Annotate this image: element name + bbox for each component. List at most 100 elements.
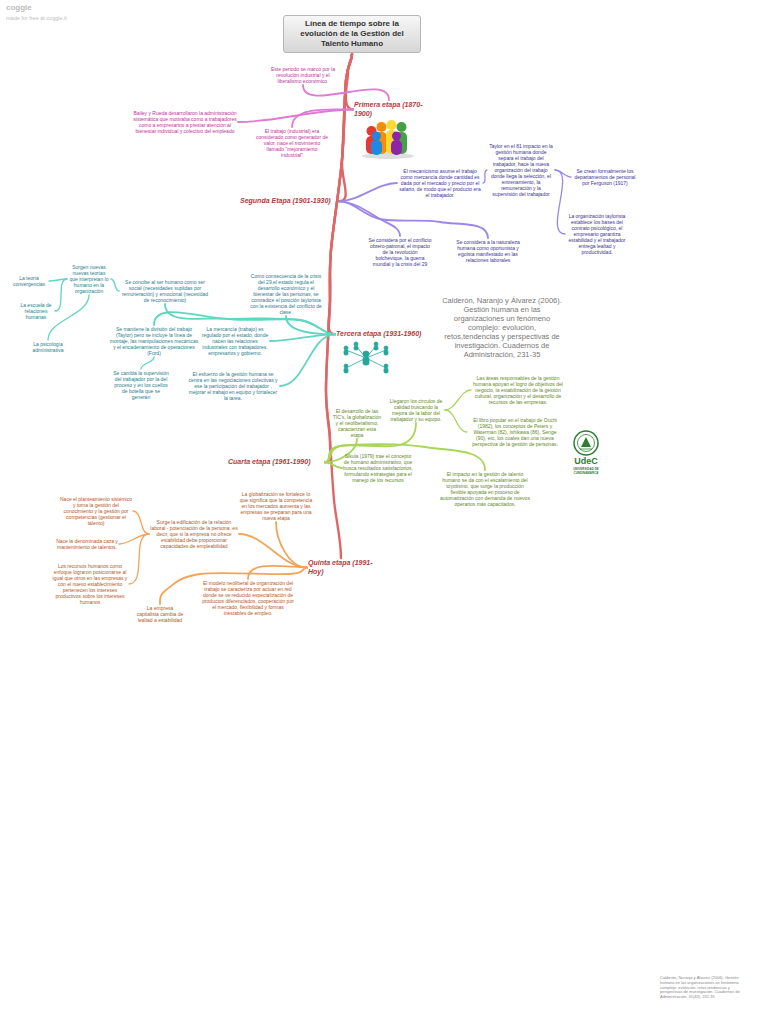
branch-line xyxy=(239,534,307,568)
topic-node: El mecanicismo asume el trabajo como mer… xyxy=(398,168,482,198)
stage-label: Cuarta etapa (1961-1990) xyxy=(228,458,324,467)
node-text: Taylor en el 81 impacto en la gestión hu… xyxy=(488,143,554,197)
node-text: Llegaron los circulos de calidad buscand… xyxy=(388,398,444,422)
node-text: Línea de tiempo sobre la evolución de la… xyxy=(288,19,416,49)
topic-node: Llegaron los circulos de calidad buscand… xyxy=(388,398,444,422)
stage-label: Primera etapa (1870-1900) xyxy=(354,101,424,118)
node-text: Segunda Etapa (1901-1930) xyxy=(240,197,338,206)
node-text: Se considera a la naturaleza humana como… xyxy=(452,239,524,263)
branch-line xyxy=(133,511,149,534)
topic-node: Este periodo se marcó por la revolución … xyxy=(266,66,340,84)
topic-node: La globalización se fortalece lo que sig… xyxy=(238,491,314,521)
node-text: El impacto en la gestión de talento huma… xyxy=(438,471,532,507)
topic-node: El esfuerzo de la gestión humana se cent… xyxy=(187,371,279,401)
node-text: La psicología administrativa xyxy=(28,341,68,353)
node-text: La teoría convergencias xyxy=(10,275,48,287)
topic-node: Se mantiene la división del trabajo (Tay… xyxy=(108,326,200,356)
topic-node: Nace la denominada caza y mantenimiento … xyxy=(56,538,118,550)
node-text: El desarrollo de las TIC's, la globaliza… xyxy=(332,408,382,438)
node-text: Tercera etapa (1931-1960) xyxy=(336,330,436,339)
node-text: El trabajo (industrial) era considerado … xyxy=(255,128,329,158)
node-text: Primera etapa (1870-1900) xyxy=(354,101,424,118)
watermark: coggle xyxy=(6,3,66,13)
node-text: Se concibe al ser humano como ser social… xyxy=(120,279,210,303)
node-text: El libro popular en el trabajo de Ouchi … xyxy=(468,417,562,447)
node-text: Las áreas responsables de la gestión hum… xyxy=(472,375,564,405)
node-text: Cuarta etapa (1961-1990) xyxy=(228,458,324,467)
topic-node: Surge la edificación de la relación labo… xyxy=(150,519,238,549)
node-text: Surge la edificación de la relación labo… xyxy=(150,519,238,549)
branch-line xyxy=(141,357,154,369)
topic-node: El libro popular en el trabajo de Ouchi … xyxy=(468,417,562,447)
node-text: Quinta etapa (1991-Hoy) xyxy=(308,559,374,576)
topic-node: La escuela de relaciones humanas xyxy=(18,302,54,320)
node-text: Sikula (1979) trae el concepto de humano… xyxy=(343,453,413,483)
title-box: Línea de tiempo sobre la evolución de la… xyxy=(283,15,421,53)
topic-node: La organización taylorista establece los… xyxy=(566,213,628,255)
topic-node: La teoría convergencias xyxy=(10,275,48,287)
branch-line xyxy=(483,170,487,183)
branch-line xyxy=(303,85,389,100)
logo-text: UdeC xyxy=(568,456,604,467)
topic-node: Bailey y Rueda desarrollaron la administ… xyxy=(133,110,237,134)
topic-node: Se crean formalmente los departamentos d… xyxy=(572,168,638,186)
branch-line xyxy=(111,279,119,291)
topic-node: El modelo neoliberal de organización del… xyxy=(202,580,294,616)
branch-line xyxy=(328,54,352,334)
node-text: Nace el planteamiento sistémico y toma l… xyxy=(60,496,132,526)
topic-node: Se cambia la supervisión del trabajador … xyxy=(113,370,169,400)
citation-note: Calderón, Naranjo y Álvarez (2006). Gest… xyxy=(660,976,744,1000)
topic-node: El desarrollo de las TIC's, la globaliza… xyxy=(332,408,382,438)
branch-line xyxy=(325,54,352,462)
branch-line xyxy=(276,522,307,568)
branch-line xyxy=(339,183,397,201)
watermark: made for free at coggle.it xyxy=(6,15,116,22)
topic-node: La mercancía (trabajo) es regulado por e… xyxy=(201,326,269,356)
branch-line xyxy=(129,534,149,584)
topic-node: Nace el planteamiento sistémico y toma l… xyxy=(60,496,132,526)
people-illustration xyxy=(362,120,414,159)
logo-text: UNIVERSIDAD DE CUNDINAMARCA xyxy=(564,468,608,475)
node-text: La escuela de relaciones humanas xyxy=(18,302,54,320)
topic-node: La empresa capitalista cambia de lealtad… xyxy=(136,605,184,623)
topic-node: Sikula (1979) trae el concepto de humano… xyxy=(343,453,413,483)
topic-node: Los recursos humanos como enfoque lograr… xyxy=(52,563,128,605)
branch-line xyxy=(280,334,335,386)
branch-line xyxy=(555,170,565,234)
node-text: Nace la denominada caza y mantenimiento … xyxy=(56,538,118,550)
node-text: Surgen nuevas nuevas teorías que interpr… xyxy=(68,264,110,294)
branch-line xyxy=(292,109,353,127)
node-text: Se considera por el conflicto obrero-pat… xyxy=(368,237,432,267)
node-text: La empresa capitalista cambia de lealtad… xyxy=(136,605,184,623)
topic-node: Se considera a la naturaleza humana como… xyxy=(452,239,524,263)
branch-line xyxy=(326,54,352,558)
branch-line xyxy=(55,279,67,311)
citation-note: Calderón, Naranjo y Álvarez (2006). Gest… xyxy=(440,296,564,359)
node-text: El esfuerzo de la gestión humana se cent… xyxy=(187,371,279,401)
node-text: Bailey y Rueda desarrollaron la administ… xyxy=(133,110,237,134)
node-text: Se crean formalmente los departamentos d… xyxy=(572,168,638,186)
branch-line xyxy=(445,390,471,410)
branch-line xyxy=(238,110,353,123)
topic-node: Las áreas responsables de la gestión hum… xyxy=(472,375,564,405)
branch-line xyxy=(48,295,89,340)
node-text: La mercancía (trabajo) es regulado por e… xyxy=(201,326,269,356)
network-illustration xyxy=(344,342,388,373)
topic-node: El impacto en la gestión de talento huma… xyxy=(438,471,532,507)
topic-node: Se concibe al ser humano como ser social… xyxy=(120,279,210,303)
node-text: La organización taylorista establece los… xyxy=(566,213,628,255)
branch-line xyxy=(339,201,400,236)
node-text: La globalización se fortalece lo que sig… xyxy=(238,491,314,521)
topic-node: Taylor en el 81 impacto en la gestión hu… xyxy=(488,143,554,197)
branch-line xyxy=(555,170,571,177)
node-text: Se mantiene la división del trabajo (Tay… xyxy=(108,326,200,356)
stage-label: Quinta etapa (1991-Hoy) xyxy=(308,559,374,576)
branch-line xyxy=(445,410,467,432)
topic-node: Se considera por el conflicto obrero-pat… xyxy=(368,237,432,267)
node-text: Este periodo se marcó por la revolución … xyxy=(266,66,340,84)
node-text: El mecanicismo asume el trabajo como mer… xyxy=(398,168,482,198)
node-text: El modelo neoliberal de organización del… xyxy=(202,580,294,616)
branch-line xyxy=(325,462,342,468)
branch-line xyxy=(339,201,488,238)
